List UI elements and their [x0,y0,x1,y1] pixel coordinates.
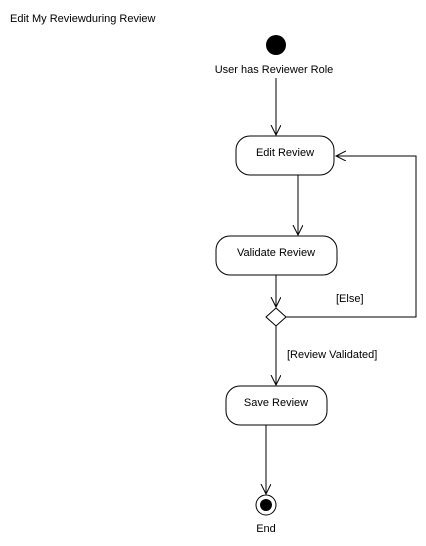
initial-node [266,35,286,55]
activity-edit-review: Edit Review [235,135,335,176]
activity-validate-review-label: Validate Review [237,247,315,259]
activity-save-review-label: Save Review [244,397,308,409]
final-node-label: End [256,523,276,535]
activity-edit-review-label: Edit Review [256,147,314,159]
edge-else-loop [286,156,417,318]
initial-node-label: User has Reviewer Role [215,64,334,76]
diagram-title: Edit My Reviewduring Review [10,13,156,25]
activity-save-review: Save Review [225,385,328,426]
decision-node [265,307,287,327]
guard-else: [Else] [336,293,364,305]
guard-review-validated: [Review Validated] [287,349,377,361]
activity-validate-review: Validate Review [215,235,338,276]
final-node [255,494,277,516]
